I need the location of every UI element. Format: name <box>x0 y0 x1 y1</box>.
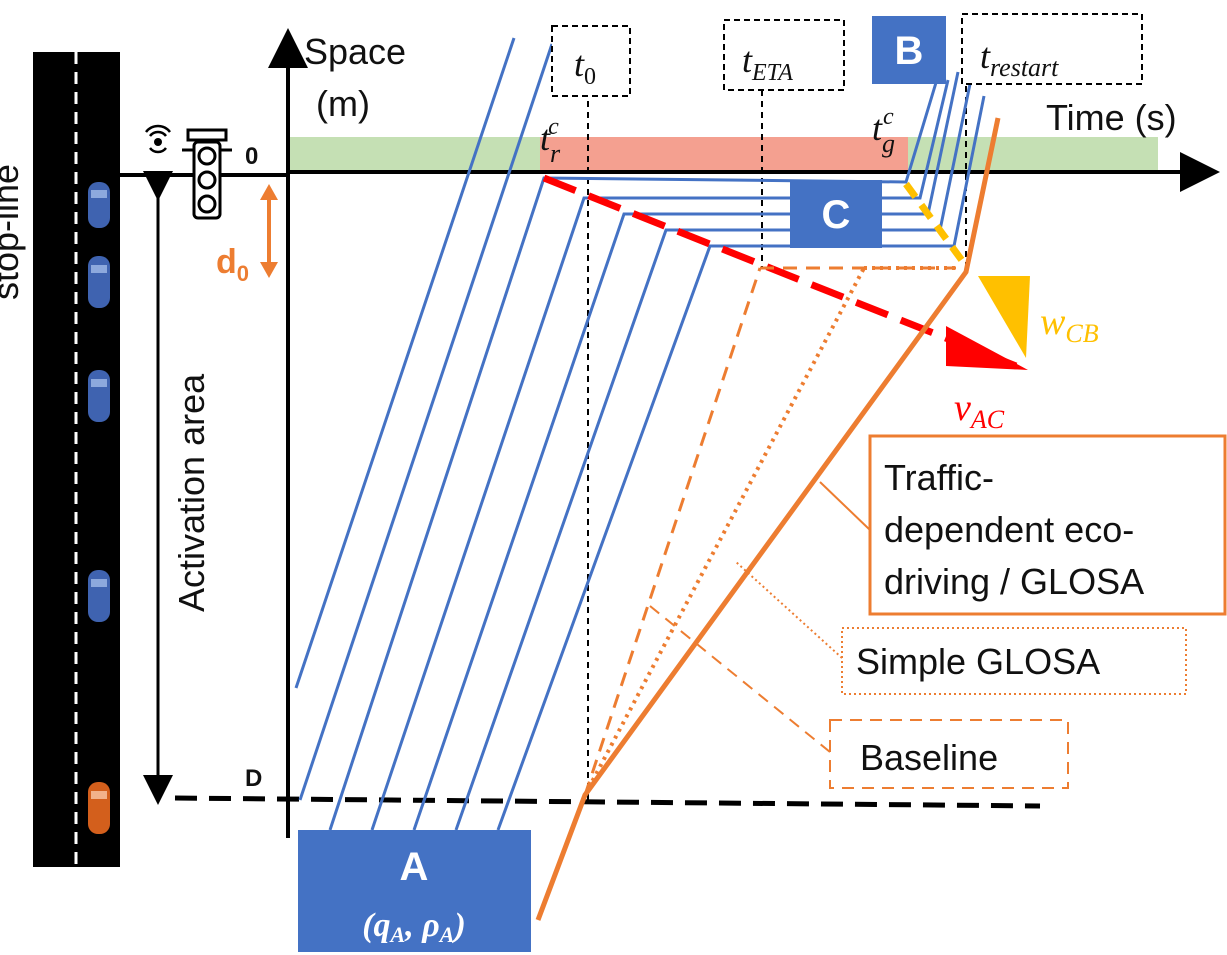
baseline-trajectory <box>583 267 762 796</box>
legend-simple-pointer <box>735 561 843 659</box>
wireless-icon <box>145 124 171 154</box>
legend-traffic-box <box>868 434 1227 616</box>
y-axis-label: Space <box>304 31 406 72</box>
traffic-dependent-trajectory <box>535 117 1001 921</box>
car-icon <box>88 782 110 834</box>
d0-label: d0 <box>216 243 249 286</box>
region-c-label: C <box>822 193 851 237</box>
legend-baseline-pointer <box>649 605 831 753</box>
region-b-label: B <box>895 29 924 73</box>
y-axis-unit: (m) <box>316 83 370 124</box>
legend-baseline-label: Baseline <box>860 737 998 778</box>
wcb-wave <box>903 181 969 269</box>
region-c <box>790 180 882 248</box>
teta-label: tETA <box>742 40 793 86</box>
vac-wave-triangle <box>946 326 1028 370</box>
vac-label: vAC <box>954 387 1005 434</box>
teta-box <box>723 19 845 91</box>
region-a <box>298 830 531 952</box>
trc-label: trc <box>540 114 561 168</box>
car-icon <box>88 182 110 228</box>
car-icon <box>88 370 110 422</box>
region-b <box>872 16 946 84</box>
traffic-light-icon <box>182 128 232 220</box>
d0-arrow <box>260 184 278 278</box>
d-label: D <box>245 765 262 792</box>
d-line <box>174 795 1041 809</box>
trestart-box <box>961 13 1143 85</box>
wcb-wave-triangle <box>978 276 1030 358</box>
vac-wave <box>542 174 1018 370</box>
trestart-label: trestart <box>980 36 1059 82</box>
simple-glosa-trajectory <box>583 267 866 796</box>
t0-box <box>551 25 631 97</box>
tgc-label: tgc <box>872 104 895 158</box>
wcb-label: wCB <box>1040 301 1099 348</box>
legend-traffic-line2: dependent eco- <box>884 509 1134 550</box>
legend-baseline-box <box>829 719 1069 789</box>
car-icon <box>88 570 110 622</box>
zero-label: 0 <box>245 143 258 170</box>
road <box>33 52 120 867</box>
x-axis-label: Time (s) <box>1046 97 1177 138</box>
red-phase-bar <box>540 137 908 171</box>
trajectories-free <box>294 37 554 801</box>
stop-line-label: stop-line <box>0 164 26 300</box>
car-icon <box>88 256 110 308</box>
legend-simple-box <box>841 627 1187 695</box>
t0-label: t0 <box>574 44 596 90</box>
legend-traffic-line1: Traffic- <box>884 457 994 498</box>
legend-simple-label: Simple GLOSA <box>856 641 1100 682</box>
legend-traffic-line3: driving / GLOSA <box>884 561 1144 602</box>
orange-trajectories <box>535 117 1001 921</box>
activation-area-label: Activation area <box>171 373 212 612</box>
legend-traffic-pointer <box>819 481 871 531</box>
region-a-label: A <box>400 845 429 889</box>
region-a-params: (qA, ρA) <box>362 907 466 947</box>
